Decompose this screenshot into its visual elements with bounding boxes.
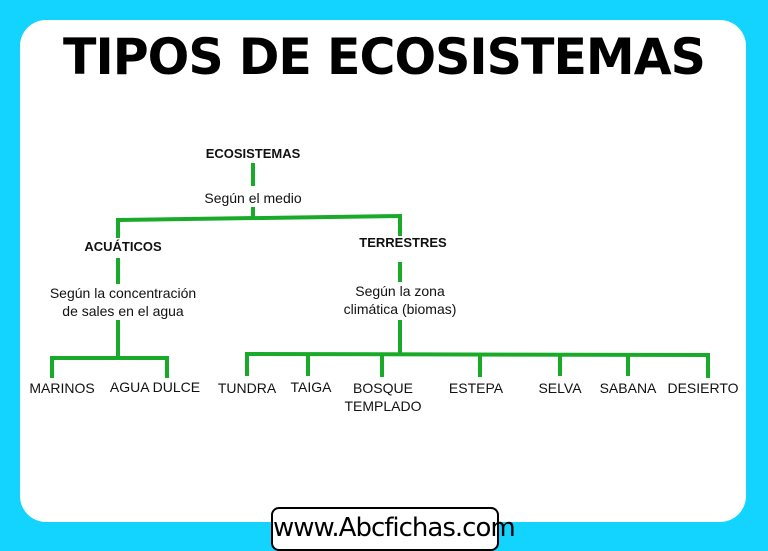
connector — [50, 356, 169, 378]
leaf-selva: SELVA — [538, 380, 582, 396]
leaf-bosque-templado-line2: TEMPLADO — [344, 398, 422, 414]
leaf-agua-dulce: AGUA DULCE — [109, 379, 201, 395]
root-node: ECOSISTEMAS — [205, 146, 301, 161]
leaf-estepa: ESTEPA — [448, 380, 504, 396]
leaf-taiga: TAIGA — [290, 379, 332, 395]
leaf-tundra: TUNDRA — [217, 380, 277, 396]
leaf-sabana: SABANA — [599, 380, 657, 396]
acuaticos-criterion-line1: Según la concentración — [49, 285, 197, 301]
website-link[interactable]: www.Abcfichas.com — [271, 507, 516, 551]
connector — [116, 213, 402, 238]
root-criterion: Según el medio — [204, 190, 302, 206]
branch-terrestres: TERRESTRES — [359, 235, 447, 250]
connector — [245, 351, 710, 378]
leaf-marinos: MARINOS — [29, 380, 95, 396]
acuaticos-criterion-line2: de sales en el agua — [62, 303, 184, 319]
leaf-desierto: DESIERTO — [667, 380, 739, 396]
branch-acuaticos: ACUÁTICOS — [84, 239, 162, 254]
page-title: TIPOS DE ECOSISTEMAS — [63, 28, 706, 86]
content-panel — [20, 20, 746, 522]
terrestres-criterion-line2: climática (biomas) — [343, 301, 457, 317]
leaf-bosque-templado-line1: BOSQUE — [353, 380, 413, 396]
terrestres-criterion-line1: Según la zona — [355, 283, 445, 299]
